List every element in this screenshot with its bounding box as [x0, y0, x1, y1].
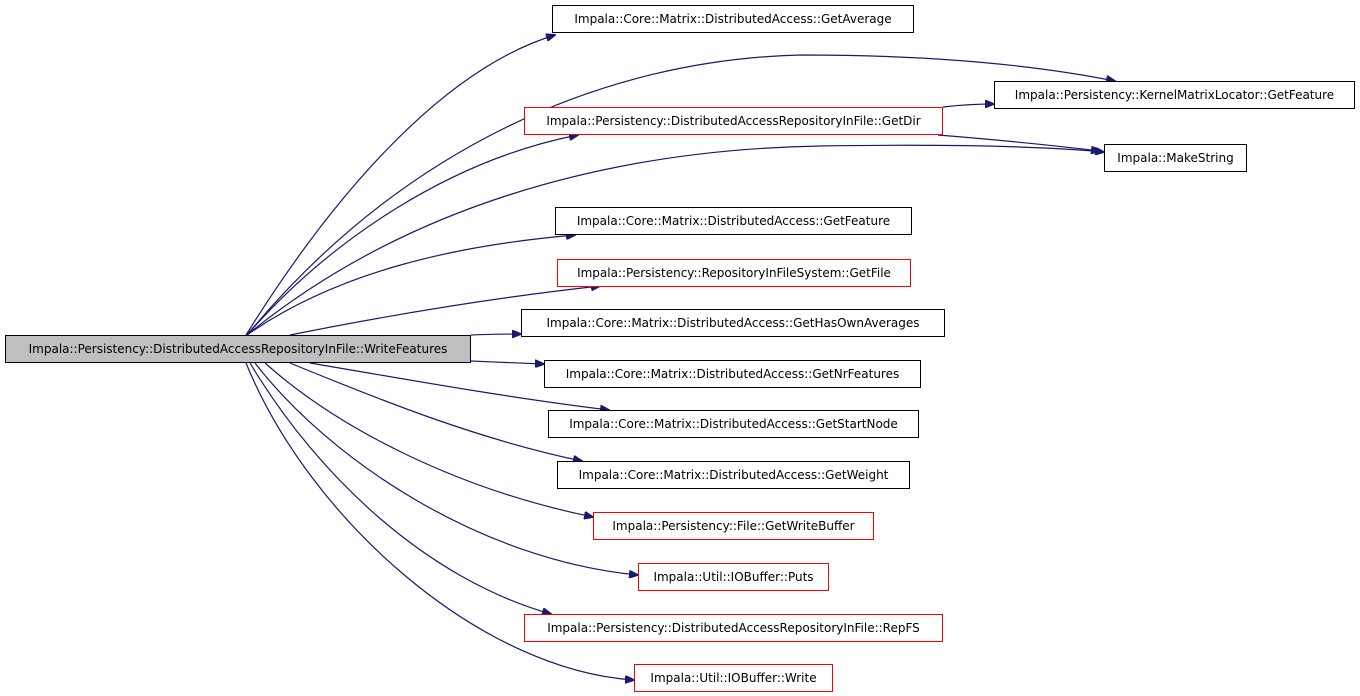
edge-root-to-get-start-node	[309, 362, 609, 410]
edge-root-to-get-has-own-averages	[470, 334, 521, 335]
node-get-start-node[interactable]: Impala::Core::Matrix::DistributedAccess:…	[548, 410, 919, 438]
node-kernel-matrix-locator-get-feature[interactable]: Impala::Persistency::KernelMatrixLocator…	[994, 81, 1355, 109]
edges	[245, 35, 1115, 680]
edge-root-to-get-write-buffer	[264, 362, 593, 517]
edge-root-to-da-get-feature	[246, 235, 575, 336]
node-rep-fs[interactable]: Impala::Persistency::DistributedAccessRe…	[524, 614, 943, 642]
node-get-nr-features[interactable]: Impala::Core::Matrix::DistributedAccess:…	[544, 360, 921, 388]
node-get-dir[interactable]: Impala::Persistency::DistributedAccessRe…	[524, 107, 943, 135]
edge-root-to-get-nr-features	[470, 361, 544, 364]
edge-get-dir-to-make-string	[937, 134, 1100, 151]
root-node-write-features: Impala::Persistency::DistributedAccessRe…	[5, 335, 471, 363]
node-write[interactable]: Impala::Util::IOBuffer::Write	[634, 664, 833, 692]
edge-root-to-get-average	[245, 35, 555, 336]
edge-root-to-rep-fs	[249, 362, 551, 614]
node-get-file[interactable]: Impala::Persistency::RepositoryInFileSys…	[557, 259, 911, 287]
edge-root-to-puts	[254, 362, 638, 575]
edge-root-to-get-weight	[289, 362, 582, 461]
edge-root-to-make-string	[246, 144, 1104, 336]
node-get-write-buffer[interactable]: Impala::Persistency::File::GetWriteBuffe…	[593, 512, 874, 540]
edge-root-to-write	[245, 362, 634, 680]
node-get-has-own-averages[interactable]: Impala::Core::Matrix::DistributedAccess:…	[521, 309, 945, 337]
edge-root-to-kml-get-feature	[246, 54, 1115, 336]
edge-get-dir-to-kml-get-feature	[942, 104, 994, 107]
node-distributed-access-get-feature[interactable]: Impala::Core::Matrix::DistributedAccess:…	[555, 207, 912, 235]
node-make-string[interactable]: Impala::MakeString	[1104, 144, 1247, 172]
edge-root-to-get-dir	[246, 135, 578, 336]
node-puts[interactable]: Impala::Util::IOBuffer::Puts	[638, 563, 829, 591]
node-get-weight[interactable]: Impala::Core::Matrix::DistributedAccess:…	[557, 461, 910, 489]
node-get-average[interactable]: Impala::Core::Matrix::DistributedAccess:…	[552, 5, 914, 33]
edge-root-to-get-file	[289, 286, 600, 336]
